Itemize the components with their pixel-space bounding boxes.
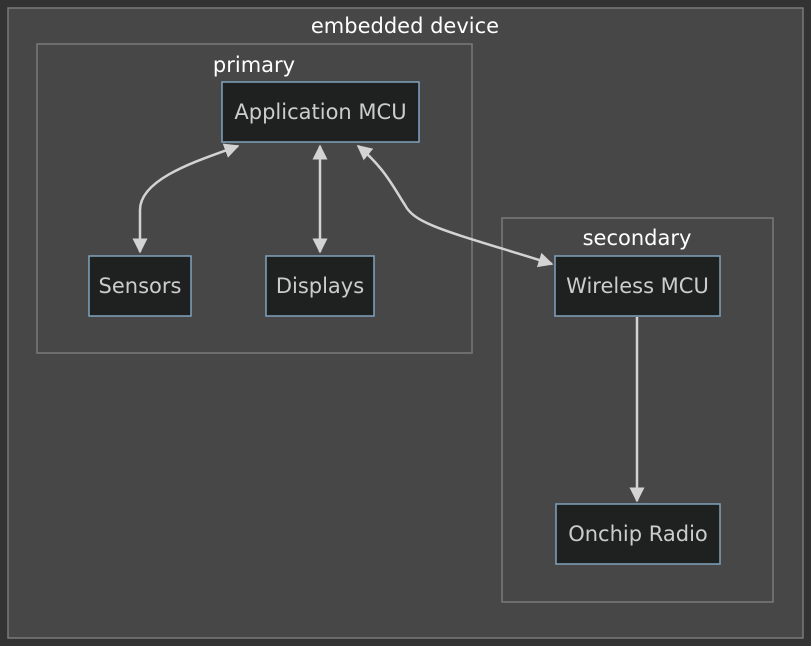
cluster-primary-title: primary: [213, 53, 295, 77]
cluster-secondary: secondary: [501, 217, 774, 603]
node-onchip-radio[interactable]: Onchip Radio: [555, 503, 721, 565]
edge-application-mcu-wireless-mcu: [356, 145, 554, 268]
node-onchip-radio-box[interactable]: [555, 503, 721, 565]
node-wireless-mcu-box[interactable]: [554, 255, 721, 317]
edges: [132, 143, 645, 503]
node-wireless-mcu-label: Wireless MCU: [566, 274, 709, 298]
node-displays[interactable]: Displays: [265, 255, 375, 317]
node-application-mcu[interactable]: Application MCU: [221, 81, 420, 143]
cluster-secondary-box: [501, 217, 774, 603]
node-sensors-box[interactable]: [88, 255, 192, 317]
cluster-secondary-title: secondary: [583, 226, 692, 250]
node-displays-label: Displays: [276, 274, 364, 298]
edge-application-mcu-sensors: [132, 143, 240, 254]
node-sensors[interactable]: Sensors: [88, 255, 192, 317]
node-sensors-label: Sensors: [99, 274, 182, 298]
node-application-mcu-box[interactable]: [221, 81, 420, 143]
node-displays-box[interactable]: [265, 255, 375, 317]
node-wireless-mcu[interactable]: Wireless MCU: [554, 255, 721, 317]
node-onchip-radio-label: Onchip Radio: [568, 522, 708, 546]
cluster-embedded-device-title: embedded device: [311, 14, 499, 38]
node-application-mcu-label: Application MCU: [234, 100, 406, 124]
